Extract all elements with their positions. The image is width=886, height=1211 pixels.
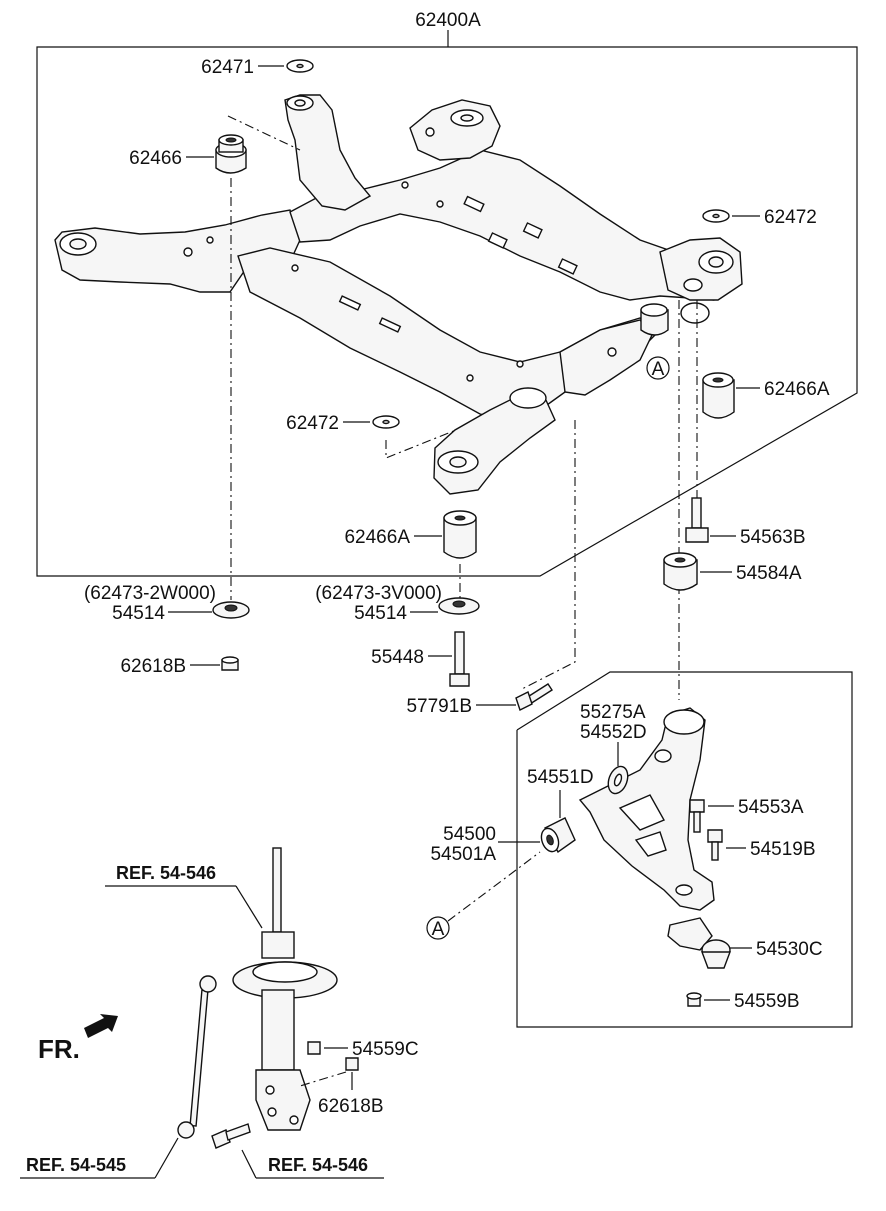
bolt-54563B: [685, 497, 709, 543]
strut-assembly: [232, 847, 338, 1131]
nut-54559B: [686, 992, 702, 1007]
subframe-box-outline: [36, 46, 858, 577]
bushing-rear-inner: [640, 303, 669, 336]
label-62472-mid: 62472: [286, 413, 339, 434]
label-62618B-strut: 62618B: [318, 1096, 384, 1117]
front-direction-arrow: [84, 1014, 118, 1038]
bushing-54584A: [663, 552, 698, 591]
bolt-54519B: [707, 829, 723, 861]
nut-62618B-strut: [345, 1057, 359, 1071]
washer-54552D: [607, 765, 629, 795]
label-62466A-mid: 62466A: [344, 527, 410, 548]
label-54501A: 54501A: [430, 844, 496, 865]
label-54553A: 54553A: [738, 797, 804, 818]
label-54559B: 54559B: [734, 991, 800, 1012]
washer-62471: [286, 59, 314, 73]
label-54514-mid: 54514: [354, 603, 407, 624]
bushing-54551D: [540, 817, 576, 854]
bolt-57791B: [515, 683, 553, 711]
label-alt-left: (62473-2W000): [84, 583, 216, 604]
label-54552D: 54552D: [580, 722, 647, 743]
label-54584A: 54584A: [736, 563, 802, 584]
label-62618B-left: 62618B: [120, 656, 186, 677]
label-54514-left: 54514: [112, 603, 165, 624]
label-alt-mid: (62473-3V000): [315, 583, 442, 604]
label-54500: 54500: [443, 824, 496, 845]
label-62472-top: 62472: [764, 207, 817, 228]
bolt-55448: [449, 631, 470, 687]
assembly-label: 62400A: [415, 10, 481, 31]
label-55275A: 55275A: [580, 702, 646, 723]
svg-text:A: A: [432, 919, 445, 940]
nut-54559C: [307, 1041, 321, 1055]
bushing-62466A-right: [702, 372, 735, 419]
stabilizer-link: [177, 975, 217, 1139]
subframe-crossmember: [54, 94, 743, 495]
washer-62472-top: [702, 209, 730, 223]
ref-link: REF. 54-545: [26, 1155, 126, 1175]
marker-a-upper: [646, 356, 670, 380]
lower-arm-box-outline: [516, 671, 853, 1028]
marker-a-lower: [426, 916, 450, 940]
washer-62472-mid: [372, 415, 400, 429]
label-54563B: 54563B: [740, 527, 806, 548]
ball-joint-54530C: [700, 939, 732, 969]
bushing-62466: [215, 134, 247, 174]
label-54559C: 54559C: [352, 1039, 419, 1060]
bushing-62466A-mid: [443, 510, 477, 559]
bolt-54553A: [689, 799, 705, 833]
ref-strut-bottom: REF. 54-546: [268, 1155, 368, 1175]
label-62466: 62466: [129, 148, 182, 169]
label-54519B: 54519B: [750, 839, 816, 860]
label-54530C: 54530C: [756, 939, 823, 960]
washer-54514-left: [212, 601, 250, 619]
label-57791B: 57791B: [406, 696, 472, 717]
label-54551D: 54551D: [527, 767, 594, 788]
ref-strut-top: REF. 54-546: [116, 863, 216, 883]
direction-label: FR.: [38, 1034, 80, 1064]
label-62466A-right: 62466A: [764, 379, 830, 400]
label-55448: 55448: [371, 647, 424, 668]
label-62471: 62471: [201, 57, 254, 78]
washer-54514-mid: [438, 597, 480, 615]
nut-62618B-left: [221, 656, 239, 671]
svg-text:A: A: [652, 359, 665, 380]
lower-control-arm: [578, 707, 715, 951]
bolt-strut: [211, 1123, 251, 1149]
